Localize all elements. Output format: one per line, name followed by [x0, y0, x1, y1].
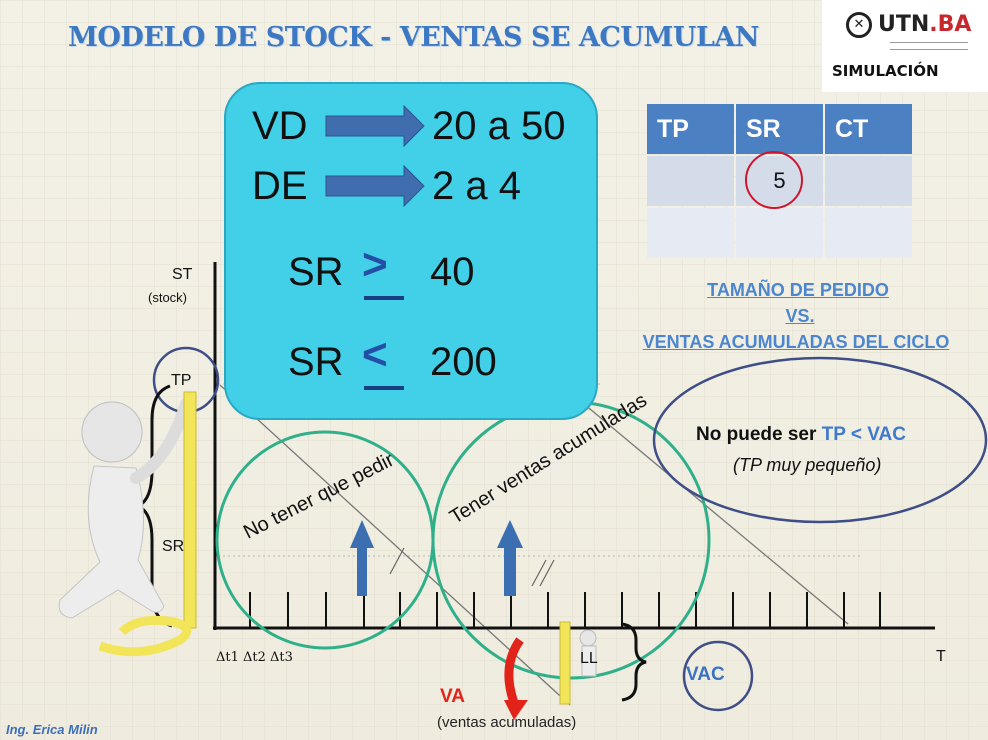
logo-text-accent: .BA: [929, 12, 972, 37]
vd-label: VD: [252, 104, 308, 148]
less-equal-icon: <: [362, 330, 388, 379]
simulation-table: TP SR CT 5: [645, 102, 914, 260]
va-label: VA: [440, 686, 465, 707]
col-header-tp: TP: [647, 104, 734, 154]
cell-ct-2: [825, 208, 912, 258]
order-arrow-2: [497, 520, 523, 596]
cell-ct-1: [825, 156, 912, 206]
sr-max-value: 200: [430, 340, 497, 384]
ge-underline: [364, 296, 404, 300]
greater-equal-icon: >: [362, 240, 388, 289]
headline-line1: TAMAÑO DE PEDIDO: [707, 280, 889, 300]
note-text: No puede ser TP < VAC: [696, 424, 906, 446]
small-figure-ruler-icon: [559, 621, 597, 705]
slide-title: MODELO DE STOCK - VENTAS SE ACUMULAN: [68, 22, 759, 53]
headline-line3: VENTAS ACUMULADAS DEL CICLO: [642, 332, 950, 352]
utn-logo: ✕UTN.BA: [846, 12, 971, 38]
vd-arrow-icon: [325, 104, 425, 148]
sr-axis-label: SR: [162, 538, 185, 555]
cell-tp-2: [647, 208, 734, 258]
vac-circle: [682, 640, 754, 712]
vd-value: 20 a 50: [432, 104, 566, 148]
utn-emblem-icon: ✕: [846, 12, 872, 38]
sr-circle-annotation: [745, 151, 803, 209]
figure-measuring-icon: [58, 391, 197, 657]
vac-label: VAC: [686, 664, 725, 685]
sr-min-label: SR: [288, 250, 344, 294]
logo-underline: [890, 42, 968, 50]
order-arrow-1: [350, 520, 374, 596]
vac-brace: [621, 622, 647, 702]
note-prefix: No puede ser: [696, 424, 822, 445]
x-axis-ticks: [249, 592, 881, 628]
sr-value: 5: [773, 168, 786, 193]
cell-sr-2: [736, 208, 823, 258]
delta-t-labels: Δt1 Δt2 Δt3: [216, 650, 293, 665]
de-label: DE: [252, 164, 308, 208]
slash-mark-2a: [531, 559, 547, 587]
cell-sr-1: 5: [736, 151, 823, 209]
x-axis-label: T: [936, 648, 946, 665]
sr-min-value: 40: [430, 250, 475, 294]
le-underline: [364, 386, 404, 390]
logo-text: UTN: [878, 12, 930, 37]
slash-mark-2b: [539, 559, 555, 587]
note-highlight: TP < VAC: [821, 424, 906, 445]
author-credit: Ing. Erica Milin: [6, 722, 98, 737]
slash-mark-1: [389, 547, 405, 575]
de-value: 2 a 4: [432, 164, 521, 208]
ll-label: LL: [580, 650, 598, 667]
y-axis-label: ST: [172, 266, 193, 283]
tp-axis-label: TP: [171, 372, 192, 389]
headline-line2: VS.: [785, 306, 815, 326]
sr-max-label: SR: [288, 340, 344, 384]
note-ellipse: [652, 356, 988, 524]
col-header-ct: CT: [825, 104, 912, 154]
de-arrow-icon: [325, 164, 425, 208]
col-header-sr: SR: [736, 104, 823, 154]
cell-tp-1: [647, 156, 734, 206]
simulation-badge: SIMULACIÓN: [832, 62, 939, 80]
va-sublabel: (ventas acumuladas): [437, 714, 577, 731]
y-axis-sublabel: (stock): [148, 290, 187, 305]
note-subtext: (TP muy pequeño): [733, 455, 882, 475]
